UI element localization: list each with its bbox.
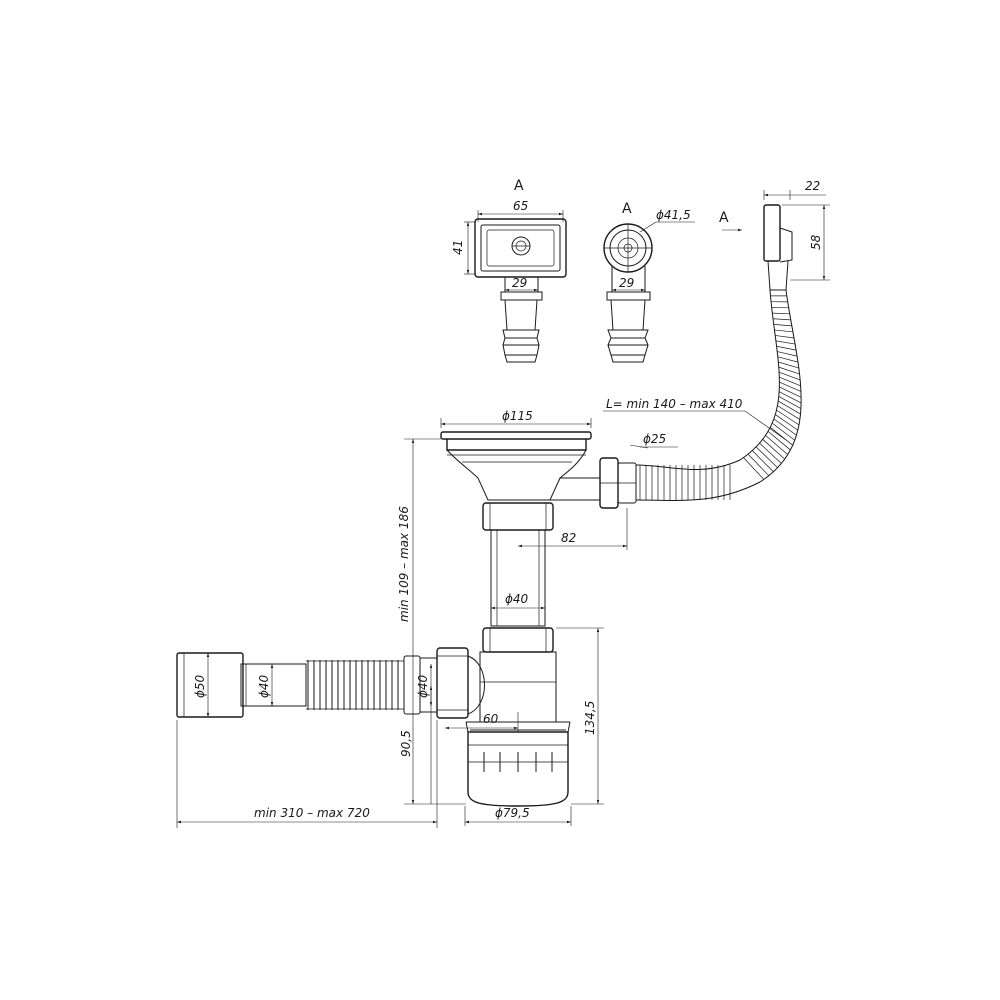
rib-line bbox=[755, 446, 778, 468]
rib-line bbox=[778, 396, 802, 409]
rib-line bbox=[772, 318, 791, 321]
dim-outlet-pipe-diameter-small: ϕ40 bbox=[257, 674, 271, 698]
rib-line bbox=[759, 442, 782, 464]
rib-line bbox=[776, 409, 800, 426]
dim-overflow-offset: 82 bbox=[561, 531, 576, 545]
strainer-assembly: ϕ115 82 ϕ40 bbox=[440, 409, 637, 627]
overflow-grid-side-view: A 29 ϕ41,5 bbox=[603, 201, 695, 363]
rib-line bbox=[747, 453, 770, 476]
dim-grid-width: 65 bbox=[513, 199, 528, 213]
rib-line bbox=[775, 335, 795, 339]
view-arrow-a: A bbox=[719, 210, 742, 232]
rib-line bbox=[775, 340, 796, 345]
dim-grid-height: 41 bbox=[451, 240, 465, 255]
dim-hose-length: L= min 140 – max 410 bbox=[606, 397, 743, 411]
rib-line bbox=[778, 371, 801, 381]
rib-line bbox=[770, 427, 793, 446]
dim-outlet-height: 90,5 bbox=[399, 730, 413, 757]
view-label-a-side: A bbox=[622, 201, 632, 217]
dim-bottle-height: 134,5 bbox=[583, 701, 597, 735]
dim-total-height: min 109 – max 186 bbox=[397, 506, 411, 622]
rib-line bbox=[743, 457, 765, 480]
rib-line bbox=[762, 439, 785, 460]
rib-line bbox=[773, 324, 792, 327]
dim-overflow-height: 58 bbox=[809, 234, 823, 250]
rib-line bbox=[752, 450, 774, 473]
view-label-a-arrow: A bbox=[719, 210, 729, 226]
rib-line bbox=[767, 431, 791, 451]
rib-line bbox=[777, 351, 798, 357]
rib-line bbox=[778, 361, 799, 369]
rib-line bbox=[777, 405, 801, 420]
dim-side-diameter: ϕ41,5 bbox=[656, 208, 691, 222]
overflow-hose: L= min 140 – max 410 ϕ25 bbox=[603, 289, 802, 501]
dim-pipe-diameter: ϕ40 bbox=[505, 592, 529, 606]
bottle-trap: 134,5 60 ϕ79,5 bbox=[445, 627, 604, 826]
dim-overflow-width: 22 bbox=[805, 179, 820, 193]
dim-outlet-nut-diameter: ϕ40 bbox=[416, 674, 430, 698]
rib-line bbox=[772, 312, 790, 315]
rib-line bbox=[778, 366, 800, 375]
rib-line bbox=[771, 422, 795, 441]
overflow-grid-front-view: A 65 41 29 bbox=[451, 178, 567, 363]
rib-line bbox=[779, 376, 801, 387]
overflow-head: 22 58 bbox=[763, 179, 830, 291]
dim-strainer-diameter: ϕ115 bbox=[502, 409, 533, 423]
view-label-a-front: A bbox=[514, 178, 524, 194]
rib-line bbox=[775, 414, 799, 431]
rib-line bbox=[765, 435, 788, 455]
dim-grid-outlet: 29 bbox=[512, 276, 527, 290]
overall-height-dimensions: min 109 – max 186 90,5 bbox=[397, 438, 466, 805]
outlet-pipe: ϕ50 ϕ40 ϕ40 min 310 – max 720 bbox=[176, 647, 469, 828]
rib-line bbox=[776, 345, 797, 351]
dim-outlet-offset: 60 bbox=[483, 712, 499, 726]
rib-line bbox=[778, 391, 802, 404]
rib-line bbox=[777, 356, 799, 363]
rib-line bbox=[778, 400, 801, 415]
rib-line bbox=[774, 329, 793, 333]
dim-outlet-pipe-diameter-large: ϕ50 bbox=[193, 674, 207, 698]
dim-side-outlet: 29 bbox=[619, 276, 634, 290]
rib-line bbox=[779, 381, 802, 392]
dim-overflow-hose-diameter: ϕ25 bbox=[643, 432, 666, 446]
rib-line bbox=[779, 386, 802, 398]
rib-line bbox=[773, 418, 797, 436]
dim-outlet-length: min 310 – max 720 bbox=[254, 806, 370, 820]
dim-bottle-diameter: ϕ79,5 bbox=[495, 806, 530, 820]
